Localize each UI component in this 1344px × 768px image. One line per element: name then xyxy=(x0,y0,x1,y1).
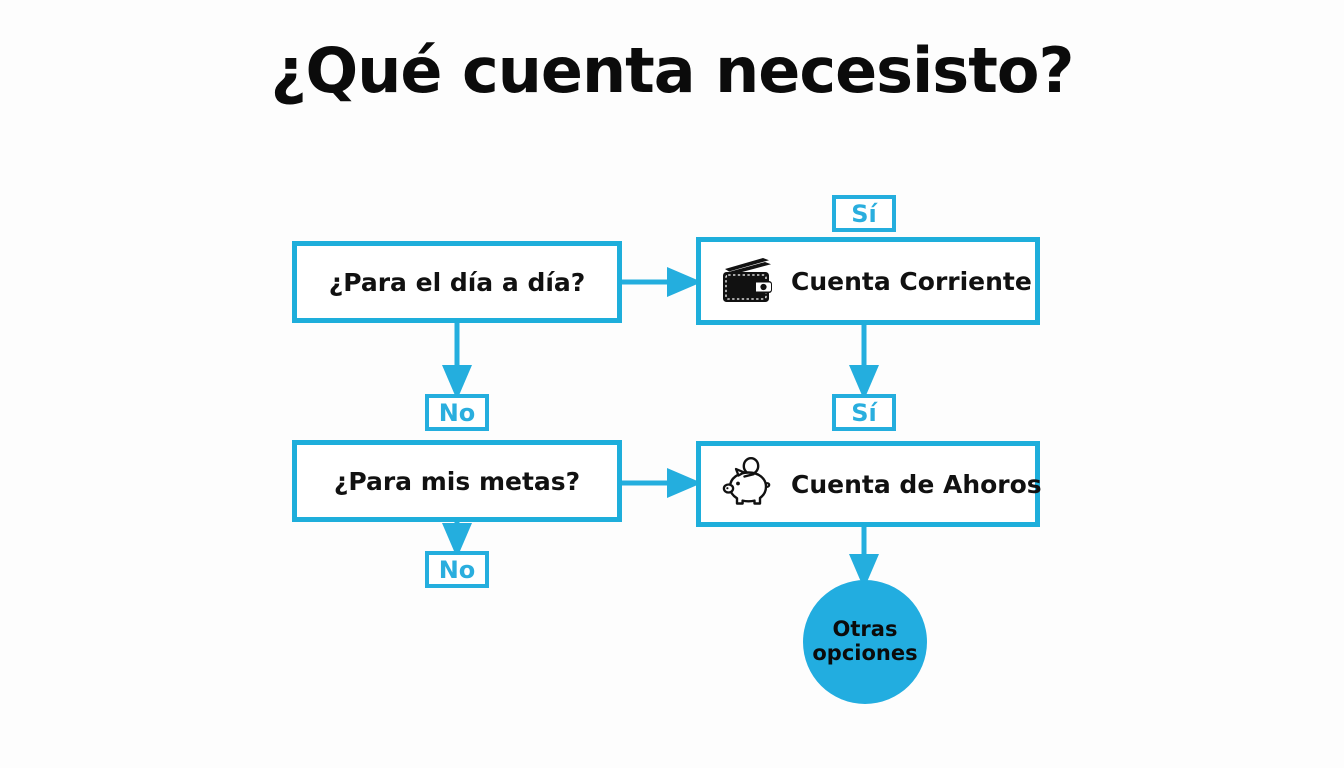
node-otras-opciones-label-line2: opciones xyxy=(812,641,918,665)
node-mis-metas[interactable]: ¿Para mis metas? xyxy=(292,440,622,522)
edge-tag-no-top-label: No xyxy=(438,398,476,427)
node-dia-a-dia-label: ¿Para el día a día? xyxy=(328,267,586,297)
edge-tag-si-top[interactable]: Sí xyxy=(832,195,896,232)
node-cuenta-ahoros-label: Cuenta de Ahoros xyxy=(791,469,1042,499)
page-title: ¿Qué cuenta necesisto? xyxy=(270,34,1075,107)
edge-tag-no-top[interactable]: No xyxy=(425,394,489,431)
edge-tag-si-top-label: Sí xyxy=(851,199,877,228)
node-otras-opciones[interactable]: Otras opciones xyxy=(803,580,927,704)
node-cuenta-corriente-label: Cuenta Corriente xyxy=(791,266,1032,296)
node-cuenta-corriente[interactable]: Cuenta Corriente xyxy=(696,237,1040,325)
edge-tag-no-bottom-label: No xyxy=(438,555,476,584)
piggy-bank-icon xyxy=(722,457,771,505)
edge-tag-si-mid[interactable]: Sí xyxy=(832,394,896,431)
wallet-icon xyxy=(723,258,772,302)
node-cuenta-ahoros[interactable]: Cuenta de Ahoros xyxy=(696,441,1042,527)
node-dia-a-dia[interactable]: ¿Para el día a día? xyxy=(292,241,622,323)
node-mis-metas-label: ¿Para mis metas? xyxy=(333,466,581,496)
node-otras-opciones-label-line1: Otras xyxy=(832,617,898,642)
edge-tag-no-bottom[interactable]: No xyxy=(425,551,489,588)
edge-tag-si-mid-label: Sí xyxy=(851,398,877,427)
